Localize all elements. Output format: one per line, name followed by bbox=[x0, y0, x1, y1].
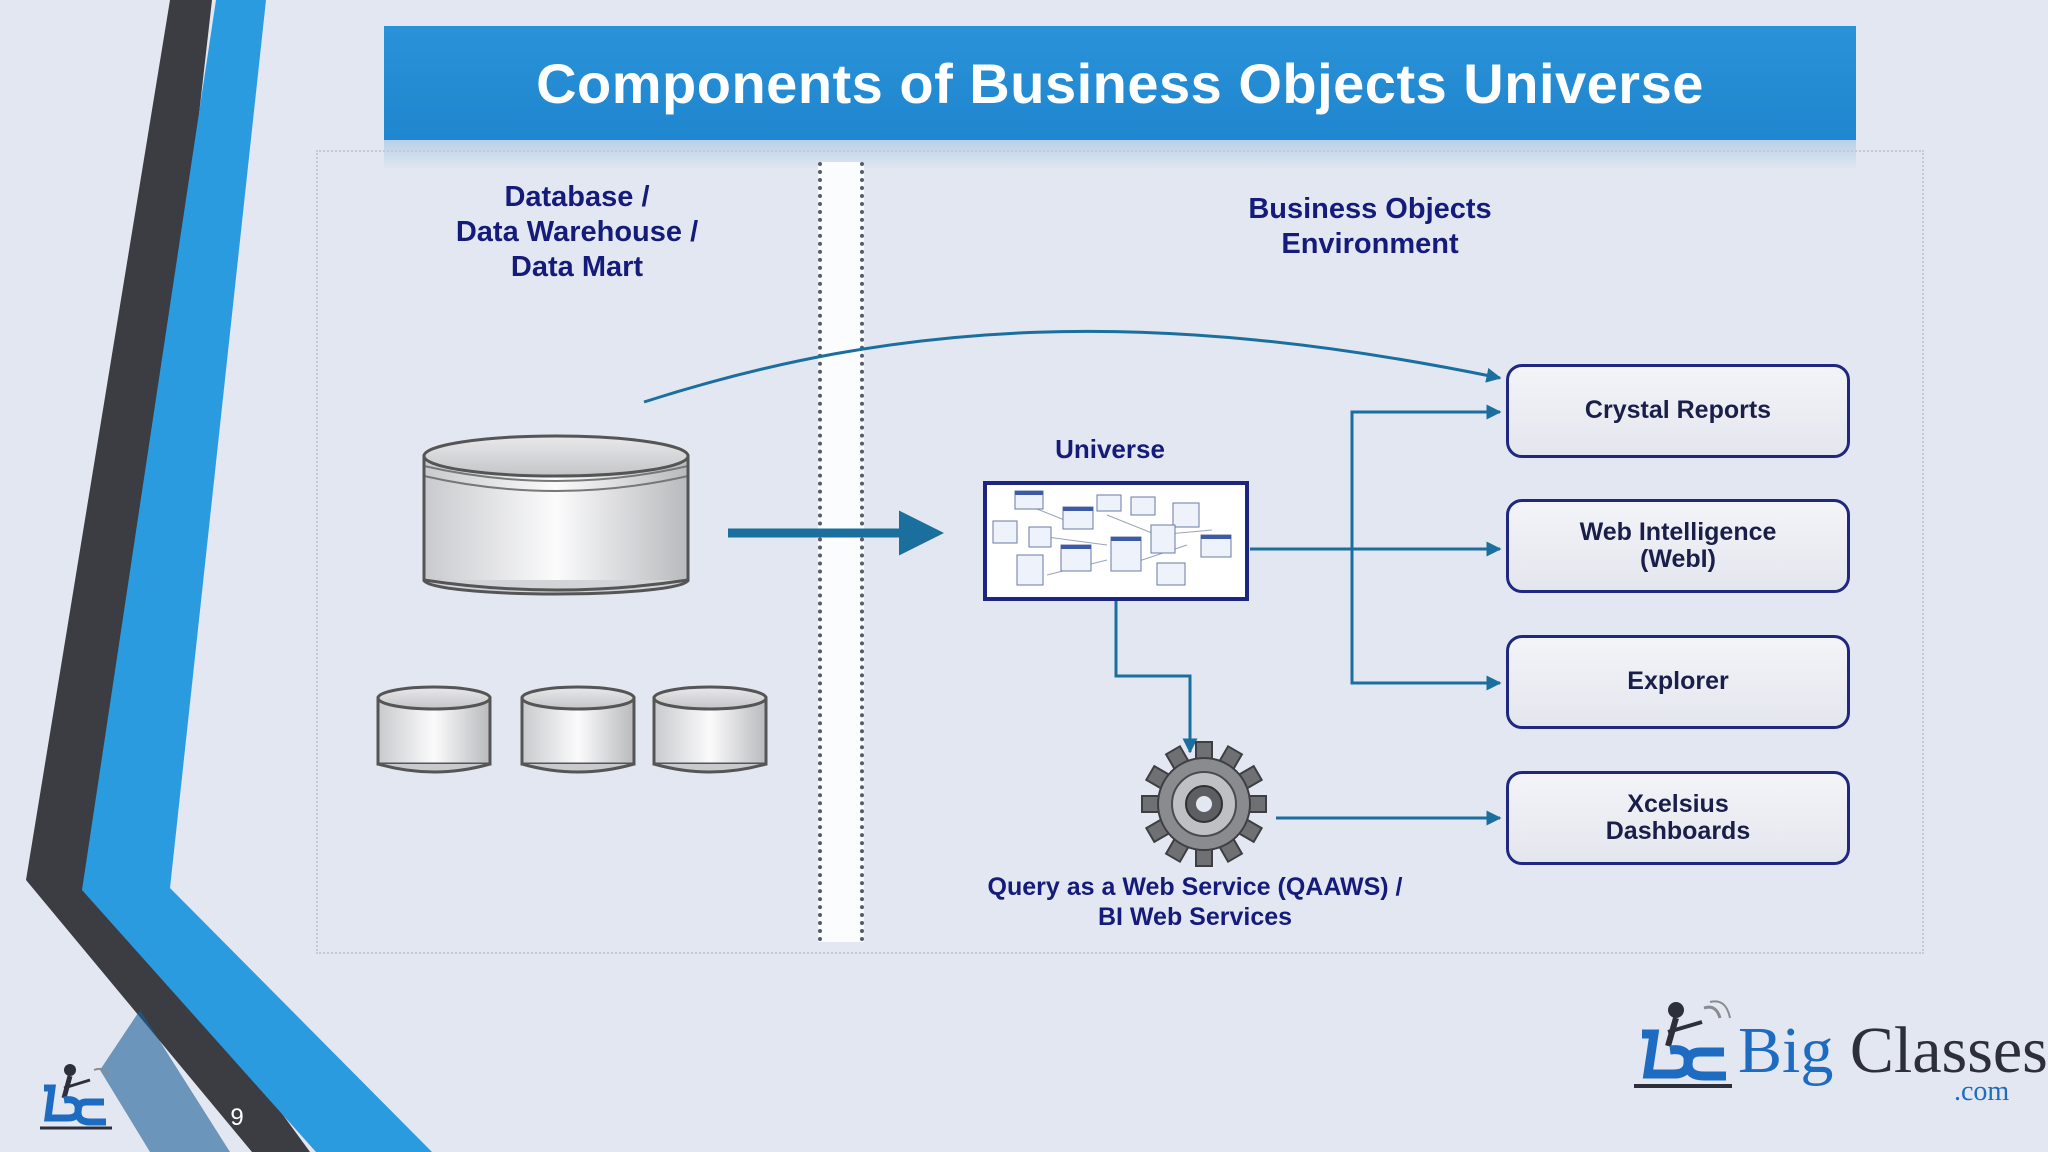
brand-classes: Classes bbox=[1849, 1014, 2048, 1087]
bc-logo-small-icon bbox=[40, 1064, 112, 1130]
universe-to-qaaws-arrow bbox=[1114, 601, 1198, 754]
universe-to-crystal-arrow bbox=[1250, 404, 1502, 551]
universe-label: Universe bbox=[1055, 434, 1165, 464]
xcelsius-dashboards-box: Xcelsius Dashboards bbox=[1506, 771, 1850, 865]
small-cylinder bbox=[520, 685, 636, 774]
slide-title: Components of Business Objects Universe bbox=[536, 51, 1704, 115]
source-label: Database / Data Warehouse / Data Mart bbox=[455, 181, 699, 283]
universe-schema-icon bbox=[992, 490, 1232, 586]
universe-schema-window bbox=[983, 481, 1249, 601]
db-to-crystal-arrow bbox=[643, 329, 1502, 404]
crystal-reports-box: Crystal Reports bbox=[1506, 364, 1850, 458]
explorer-box: Explorer bbox=[1506, 635, 1850, 729]
gear-icon bbox=[1141, 741, 1267, 867]
small-cylinder bbox=[652, 685, 768, 774]
blue-stripe-shadow bbox=[100, 1010, 230, 1152]
small-cylinder bbox=[376, 685, 492, 774]
diagram-frame bbox=[316, 150, 1924, 954]
section-divider bbox=[818, 162, 864, 942]
environment-label: Business Objects Environment bbox=[1248, 193, 1492, 260]
title-shadow bbox=[384, 140, 1856, 170]
brand-big: Big bbox=[1738, 1014, 1834, 1087]
slide-number: 9 bbox=[230, 1104, 244, 1131]
title-bar: Components of Business Objects Universe bbox=[384, 26, 1856, 140]
qaaws-label: Query as a Web Service (QAAWS) / BI Web … bbox=[987, 873, 1403, 931]
brand-name: Big Classes bbox=[1738, 1018, 2048, 1084]
brand-domain: .com bbox=[1954, 1076, 2010, 1107]
web-intelligence-box: Web Intelligence (WebI) bbox=[1506, 499, 1850, 593]
universe-to-explorer-arrow bbox=[1350, 549, 1502, 691]
blue-stripe bbox=[82, 0, 432, 1152]
big-classes-logo-icon bbox=[1634, 1000, 1732, 1088]
database-cylinder bbox=[422, 434, 690, 596]
